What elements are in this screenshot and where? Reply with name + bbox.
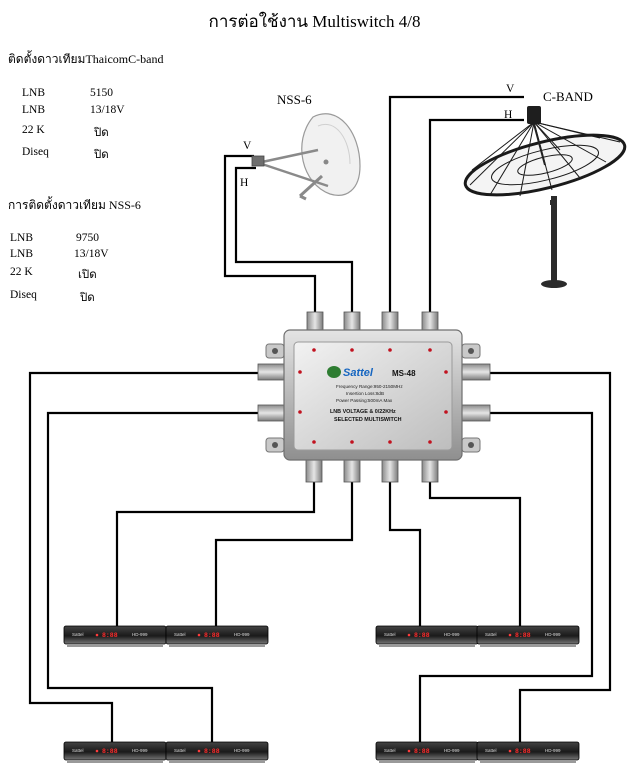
cband-lnb <box>527 106 541 124</box>
receiver-display: 8:88 <box>515 748 531 755</box>
nss6-row-value: 13/18V <box>74 248 109 260</box>
receiver-led-icon <box>407 633 411 637</box>
receiver-model: HD-999 <box>234 748 250 753</box>
multiswitch-spec: SELECTED MULTISWITCH <box>334 417 402 423</box>
receiver-display: 8:88 <box>102 632 118 639</box>
cband-dish-label: C-BAND <box>543 89 593 104</box>
thaicom-row-value: 13/18V <box>90 104 125 116</box>
receiver-box: Sattel 8:88 HD-999 <box>63 741 167 763</box>
page-title: การต่อใช้งาน Multiswitch 4/8 <box>208 12 421 31</box>
nss6-lnb <box>251 155 265 167</box>
multiswitch-spec: Frequency Range:950-2150MHz <box>336 384 403 389</box>
nss6-heading: การติดตั้งดาวเทียม NSS-6 <box>8 198 141 212</box>
nss6-dish-label: NSS-6 <box>277 92 312 107</box>
receiver-led-icon <box>508 633 512 637</box>
multiswitch-brand: Sattel <box>343 367 374 379</box>
receiver-brand: Sattel <box>174 748 186 753</box>
nss6-row-name: LNB <box>10 248 33 260</box>
multiswitch-side-connectors <box>257 363 491 422</box>
nss6-dish <box>251 113 361 201</box>
multiswitch-input-connectors <box>306 311 439 335</box>
receiver-led-icon <box>197 633 201 637</box>
multiswitch-ms48: Sattel MS-48 Frequency Range:950-2150MHz… <box>257 311 491 483</box>
receiver-model: HD-999 <box>545 748 561 753</box>
thaicom-row-name: LNB <box>22 104 45 116</box>
nss6-row-name: LNB <box>10 232 33 244</box>
multiswitch-bottom-connectors <box>305 457 439 483</box>
receiver-display: 8:88 <box>204 632 220 639</box>
receiver-led-icon <box>95 633 99 637</box>
thaicom-row-value: 5150 <box>90 87 113 99</box>
receiver-box: Sattel 8:88 HD-999 <box>165 625 269 647</box>
thaicom-row-name: Diseq <box>22 146 49 158</box>
receiver-model: HD-999 <box>444 748 460 753</box>
nss6-v-label: V <box>243 140 252 152</box>
receiver-brand: Sattel <box>384 632 396 637</box>
multiswitch-spec: Power Passing:500mA Max <box>336 398 393 403</box>
receiver-model: HD-999 <box>444 632 460 637</box>
receiver-box: Sattel 8:88 HD-999 <box>63 625 167 647</box>
receiver-brand: Sattel <box>174 632 186 637</box>
nss6-h-label: H <box>240 177 249 189</box>
coax-cables <box>28 95 612 742</box>
receiver-box: Sattel 8:88 HD-999 <box>476 741 580 763</box>
cband-dish <box>463 106 627 288</box>
receiver-led-icon <box>508 749 512 753</box>
receiver-brand: Sattel <box>485 632 497 637</box>
nss6-row-name: Diseq <box>10 289 37 301</box>
receiver-brand: Sattel <box>72 748 84 753</box>
receiver-model: HD-999 <box>132 748 148 753</box>
receiver-display: 8:88 <box>102 748 118 755</box>
multiswitch-spec: LNB VOLTAGE & 0/22KHz <box>330 409 396 415</box>
nss6-row-value: เปิด <box>78 269 97 281</box>
receiver-brand: Sattel <box>72 632 84 637</box>
receiver-model: HD-999 <box>545 632 561 637</box>
thaicom-row-value: ปิด <box>94 149 109 161</box>
receiver-display: 8:88 <box>204 748 220 755</box>
nss6-row-name: 22 K <box>10 266 33 278</box>
multiswitch-spec: Insertion Loss:8dB <box>346 391 384 396</box>
nss6-row-value: ปิด <box>80 292 95 304</box>
sattel-logo-icon <box>327 366 341 378</box>
multiswitch-model: MS-48 <box>392 369 416 378</box>
receiver-box: Sattel 8:88 HD-999 <box>476 625 580 647</box>
receiver-led-icon <box>407 749 411 753</box>
cband-h-label: H <box>504 109 513 121</box>
receiver-led-icon <box>95 749 99 753</box>
receiver-model: HD-999 <box>234 632 250 637</box>
receiver-box: Sattel 8:88 HD-999 <box>375 741 479 763</box>
receiver-display: 8:88 <box>414 748 430 755</box>
receiver-brand: Sattel <box>384 748 396 753</box>
receiver-model: HD-999 <box>132 632 148 637</box>
thaicom-heading: ติดตั้งดาวเทียมThaicomC-band <box>8 52 164 66</box>
cband-v-label: V <box>506 83 515 95</box>
receiver-brand: Sattel <box>485 748 497 753</box>
receiver-display: 8:88 <box>414 632 430 639</box>
thaicom-row-name: LNB <box>22 87 45 99</box>
thaicom-row-name: 22 K <box>22 124 45 136</box>
receiver-box: Sattel 8:88 HD-999 <box>375 625 479 647</box>
receiver-display: 8:88 <box>515 632 531 639</box>
receiver-box: Sattel 8:88 HD-999 <box>165 741 269 763</box>
thaicom-row-value: ปิด <box>94 127 109 139</box>
receiver-led-icon <box>197 749 201 753</box>
nss6-row-value: 9750 <box>76 232 99 244</box>
cband-mast <box>551 196 557 282</box>
